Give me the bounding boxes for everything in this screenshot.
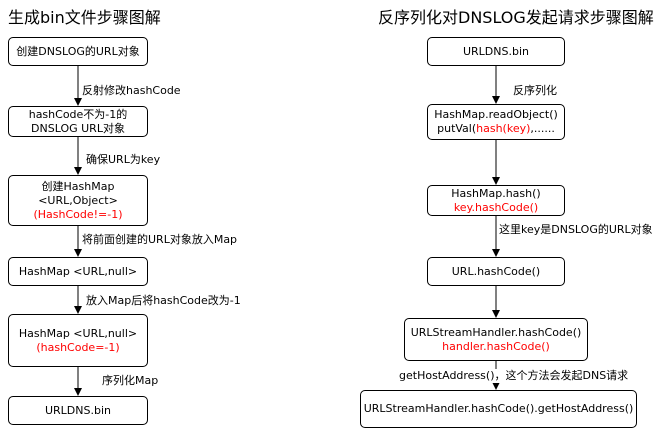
box-hashcode-not-minus-one-line2: DNSLOG URL对象	[31, 121, 125, 135]
box-hashmap-readobject-line1: HashMap.readObject()	[434, 108, 558, 121]
box-hashmap-readobject: HashMap.readObject() putVal(hash(key),..…	[427, 104, 565, 140]
box-create-hashmap: 创建HashMap <URL,Object> (HashCode!=-1)	[8, 175, 148, 226]
box-hashmap-url-null-2-line2: (hashCode=-1)	[36, 340, 120, 354]
edge-label-deserialize: 反序列化	[513, 84, 557, 98]
putval-hash-key: hash(key)	[476, 122, 531, 135]
edge-label-get-host-address-dns: getHostAddress()，这个方法会发起DNS请求	[399, 369, 629, 383]
box-urlstreamhandler-hashcode-line2: handler.hashCode()	[442, 339, 550, 353]
right-diagram-title: 反序列化对DNSLOG发起请求步骤图解	[378, 8, 654, 27]
left-diagram-title: 生成bin文件步骤图解	[8, 8, 161, 27]
edge-label-reflect-hashcode: 反射修改hashCode	[82, 84, 181, 98]
box-hashmap-hash-line2: key.hashCode()	[453, 200, 539, 214]
box-hashcode-not-minus-one-line1: hashCode不为-1的	[28, 107, 128, 121]
putval-suffix: ,......	[530, 122, 555, 135]
box-urlstreamhandler-hashcode: URLStreamHandler.hashCode() handler.hash…	[404, 318, 588, 361]
edge-label-serialize-map: 序列化Map	[102, 374, 159, 388]
box-hashmap-hash-line1: HashMap.hash()	[451, 186, 541, 200]
box-get-host-address-line1: URLStreamHandler.hashCode().getHostAddre…	[363, 402, 634, 415]
box-left-urldns-bin-line1: URLDNS.bin	[44, 403, 111, 417]
box-left-urldns-bin: URLDNS.bin	[8, 396, 148, 425]
box-create-dnslog-url: 创建DNSLOG的URL对象	[8, 37, 148, 66]
edge-label-ensure-url-key: 确保URL为key	[86, 153, 161, 167]
box-hashmap-url-null-1-line1: HashMap <URL,null>	[18, 264, 138, 278]
box-get-host-address: URLStreamHandler.hashCode().getHostAddre…	[360, 390, 637, 428]
box-urlstreamhandler-hashcode-line1: URLStreamHandler.hashCode()	[410, 325, 582, 339]
putval-prefix: putVal(	[437, 122, 477, 135]
box-create-hashmap-line2: <URL,Object>	[38, 193, 118, 207]
box-right-urldns-bin-line1: URLDNS.bin	[462, 44, 529, 58]
edge-label-key-is-dnslog-url: 这里key是DNSLOG的URL对象	[499, 223, 653, 237]
box-url-hashcode: URL.hashCode()	[427, 257, 565, 286]
box-hashmap-url-null-2: HashMap <URL,null> (hashCode=-1)	[8, 314, 148, 367]
box-hashmap-url-null-1: HashMap <URL,null>	[8, 257, 148, 286]
box-create-dnslog-url-line1: 创建DNSLOG的URL对象	[16, 44, 140, 58]
box-hashmap-url-null-2-line1: HashMap <URL,null>	[18, 326, 138, 340]
edge-label-put-url-into-map: 将前面创建的URL对象放入Map	[82, 233, 238, 247]
box-right-urldns-bin: URLDNS.bin	[427, 37, 565, 66]
box-hashmap-hash: HashMap.hash() key.hashCode()	[427, 185, 565, 216]
box-create-hashmap-line3: (HashCode!=-1)	[33, 207, 123, 221]
box-url-hashcode-line1: URL.hashCode()	[451, 264, 541, 278]
box-hashmap-readobject-line2: putVal(hash(key),......	[437, 122, 555, 136]
box-create-hashmap-line1: 创建HashMap	[41, 179, 115, 193]
box-hashcode-not-minus-one: hashCode不为-1的 DNSLOG URL对象	[8, 106, 148, 137]
edge-label-set-hashcode-minus-one: 放入Map后将hashCode改为-1	[86, 294, 241, 308]
